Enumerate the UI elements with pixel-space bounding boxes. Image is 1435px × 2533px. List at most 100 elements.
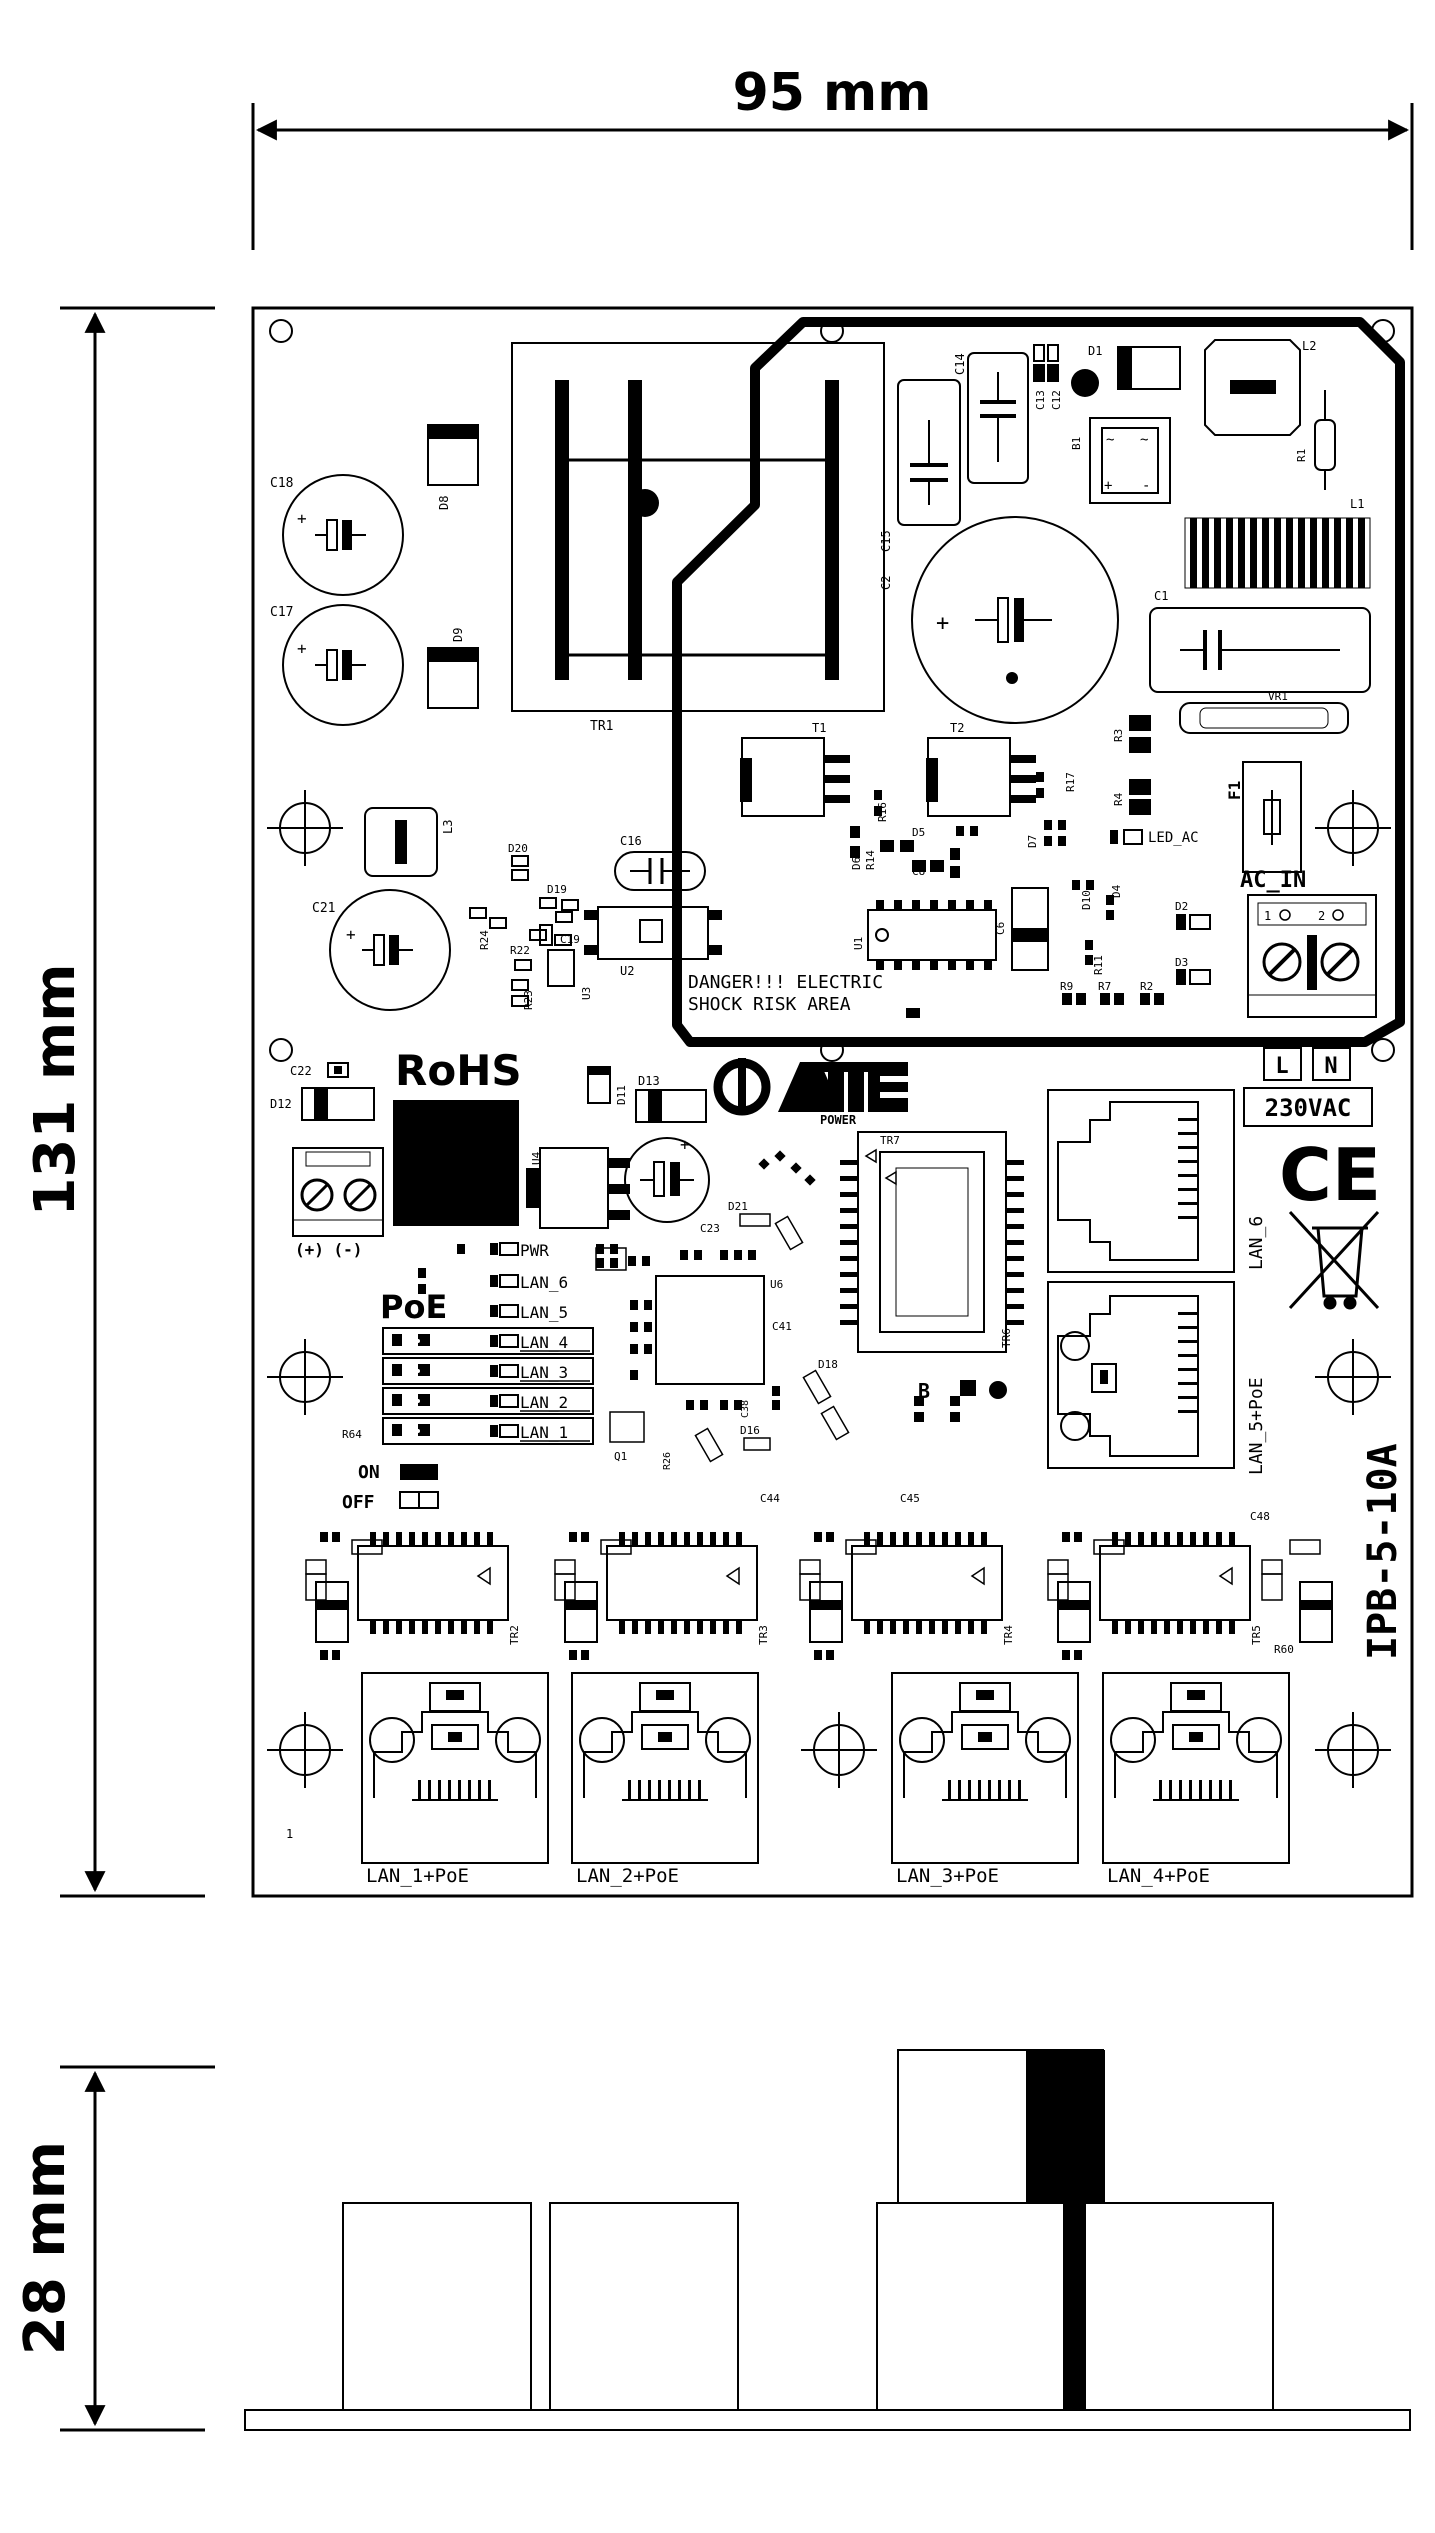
svg-text:AC_IN: AC_IN [1240,868,1306,893]
lan-led-label: LAN_4 [520,1333,568,1352]
poe-transformer: TR5 [1047,1532,1263,1660]
lan-led-label: LAN_2 [520,1393,568,1412]
svg-text:R4: R4 [1112,792,1125,806]
led-ac: LED_AC [1110,829,1199,846]
inductor-l1: L1 [1184,497,1371,589]
diode-d9: D9 [427,628,479,709]
lan-led-2: LAN_2 [382,1387,594,1415]
lan-led-1: LAN_1 [382,1417,594,1445]
svg-text:C6: C6 [994,922,1007,935]
svg-text:C44: C44 [760,1492,780,1505]
port-label-lan3: LAN_3+PoE [896,1865,999,1887]
svg-text:R9: R9 [1060,980,1073,993]
svg-text:C48: C48 [1250,1510,1270,1523]
svg-text:D12: D12 [270,1097,292,1111]
atte-logo: POWER [713,1058,908,1127]
capacitor-c14: C14 [953,352,1029,484]
svg-text:LED_AC: LED_AC [1148,830,1199,846]
svg-text:DANGER!!! ELECTRIC: DANGER!!! ELECTRIC [688,972,883,993]
svg-text:SHOCK RISK AREA: SHOCK RISK AREA [688,994,851,1015]
width-label: 95 mm [733,63,932,123]
svg-text:L: L [1275,1054,1288,1079]
svg-text:TR4: TR4 [1002,1625,1015,1645]
rj45-lan-3: LAN_3+PoE [891,1672,1079,1887]
transformer-tr1: TR1 [511,342,885,734]
capacitor-c16: C16 [614,834,706,891]
svg-text:C19: C19 [560,933,580,946]
c22: C22 [290,1062,349,1078]
svg-text:R17: R17 [1064,772,1077,792]
svg-text:C8: C8 [912,865,925,878]
diode-d1: D1 [1088,344,1181,390]
diode-d8: D8 [427,424,479,510]
svg-text:R3: R3 [1112,729,1125,742]
b-pad-round [989,1381,1007,1399]
capacitor-c23: + C23 [624,1135,720,1235]
diode-d11: D11 [587,1066,628,1105]
lan-led-label: LAN_3 [520,1363,568,1382]
svg-text:R64: R64 [342,1428,362,1441]
svg-text:D10: D10 [1080,890,1093,910]
svg-text:+: + [297,509,307,528]
ac-in-terminal: AC_IN 1 2 [1240,868,1377,1018]
svg-text:~: ~ [1140,432,1148,448]
poe-transformer: TR4 [799,1532,1015,1660]
on-switch [400,1464,438,1480]
svg-text:2: 2 [1318,909,1325,923]
svg-text:230VAC: 230VAC [1265,1094,1352,1122]
svg-text:+: + [680,1135,690,1154]
b-pad-square [960,1380,976,1396]
small-components-mid [596,1150,960,1422]
svg-text:R14: R14 [864,850,877,870]
svg-text:U2: U2 [620,964,634,978]
svg-text:L1: L1 [1350,497,1364,511]
weee-icon [1288,1210,1380,1310]
dimension-width: 95 mm [251,63,1414,250]
terminal-block-dc: (+) (-) [292,1147,384,1259]
small-components-left [469,855,579,1007]
poe-transformer: TR3 [554,1532,770,1660]
svg-text:TR3: TR3 [757,1625,770,1645]
svg-text:1: 1 [1264,909,1271,923]
svg-text:TR7: TR7 [880,1134,900,1147]
svg-text:TR6: TR6 [1000,1328,1013,1348]
ln-label: L N [1263,1047,1351,1081]
lan-led-5: LAN_5 [490,1303,568,1322]
port-label-lan6: LAN_6 [1246,1216,1267,1270]
small-parts-mid2 [595,1213,850,1463]
fuse-f1: F1 [1225,761,1302,873]
svg-text:R23: R23 [522,990,535,1010]
rj45-lan6: LAN_6 [1047,1089,1267,1273]
svg-text:VR1: VR1 [1268,690,1288,703]
ref-tr1: TR1 [590,719,613,734]
svg-text:R7: R7 [1098,980,1111,993]
resistors-r3-r4 [1129,715,1151,815]
svg-text:R24: R24 [478,930,491,950]
ref-c17: C17 [270,605,293,620]
svg-text:C14: C14 [953,353,967,375]
d1-pad [1071,369,1099,397]
rj45-lan5: LAN_5+PoE [1047,1281,1267,1475]
high-voltage-zone [672,317,1405,1047]
svg-text:U3: U3 [580,987,593,1000]
svg-text:D9: D9 [451,628,465,642]
svg-text:C21: C21 [312,901,335,916]
lan-led-label: LAN_1 [520,1423,568,1442]
ic-u6: U6 C41 [655,1275,792,1385]
port-label-lan4: LAN_4+PoE [1107,1865,1210,1887]
svg-text:C13: C13 [1034,390,1047,410]
svg-text:C23: C23 [700,1222,720,1235]
poe-transformer: TR2 [305,1532,521,1660]
svg-text:T1: T1 [812,721,826,735]
svg-text:C16: C16 [620,834,642,848]
corner-mark: 1 [286,1827,293,1841]
svg-text:TR2: TR2 [508,1625,521,1645]
svg-text:+: + [936,611,949,636]
side-view-rj45-2 [549,2202,739,2411]
svg-text:D11: D11 [615,1085,628,1105]
regulator-u4: U4 [526,1147,630,1229]
diode-d13: D13 [635,1074,707,1123]
svg-text:C45: C45 [900,1492,920,1505]
